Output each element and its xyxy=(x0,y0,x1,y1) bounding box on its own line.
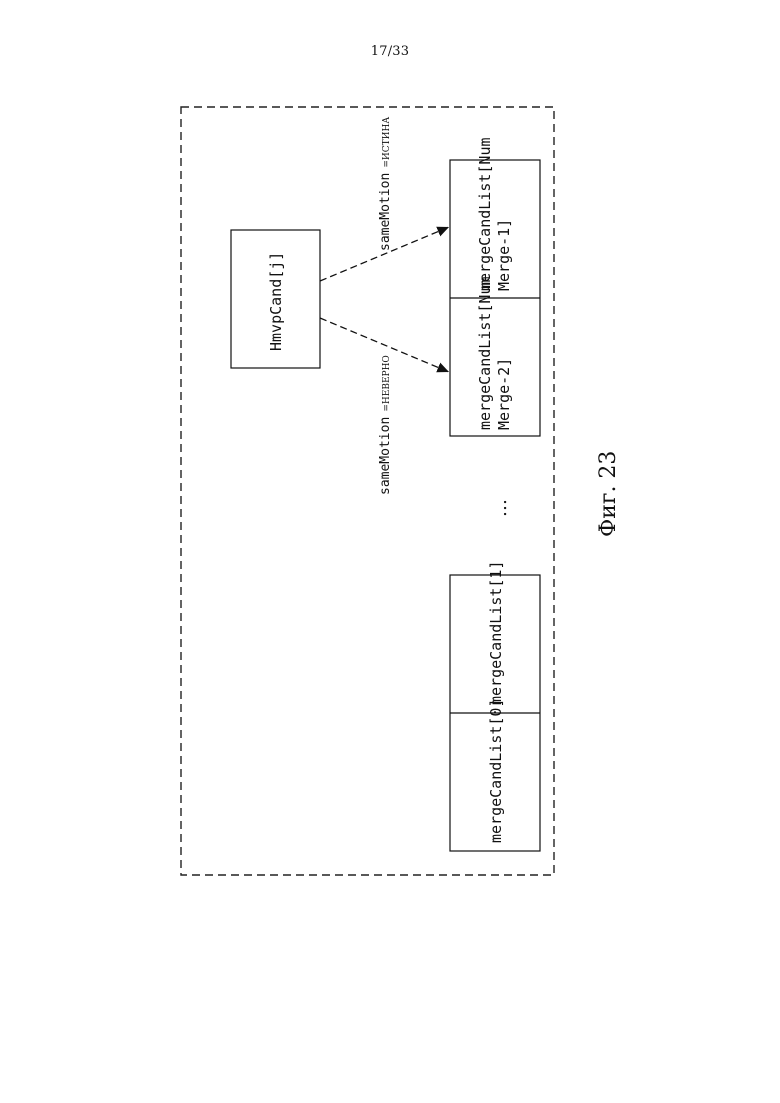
candidate-cell-1: mergeCandList[1] xyxy=(487,561,506,706)
cell-line-1: mergeCandList[Num xyxy=(476,137,495,291)
edge-label-true-name: sameMotion xyxy=(378,173,393,251)
candidate-cell-nummerge-minus-1: mergeCandList[Num Merge-1] xyxy=(476,137,514,291)
cell-line-2: Merge-1] xyxy=(495,137,514,291)
candidate-cell-nummerge-minus-2: mergeCandList[Num Merge-2] xyxy=(476,276,514,430)
list-ellipsis: … xyxy=(490,497,511,517)
figure-caption: Фиг. 23 xyxy=(596,451,621,537)
candidate-cell-0: mergeCandList[0] xyxy=(487,699,506,844)
cell-line-1: mergeCandList[Num xyxy=(476,276,495,430)
edge-label-true: sameMotion =ИСТИНА xyxy=(374,117,393,251)
edge-label-false-name: sameMotion xyxy=(378,417,393,495)
cell-line-2: Merge-2] xyxy=(495,276,514,430)
edge-label-false: sameMotion =НЕВЕРНО xyxy=(374,355,393,495)
source-node-label: HmvpCand[j] xyxy=(267,252,286,351)
edge-label-true-value: =ИСТИНА xyxy=(382,117,392,168)
edge-label-false-value: =НЕВЕРНО xyxy=(382,355,392,411)
